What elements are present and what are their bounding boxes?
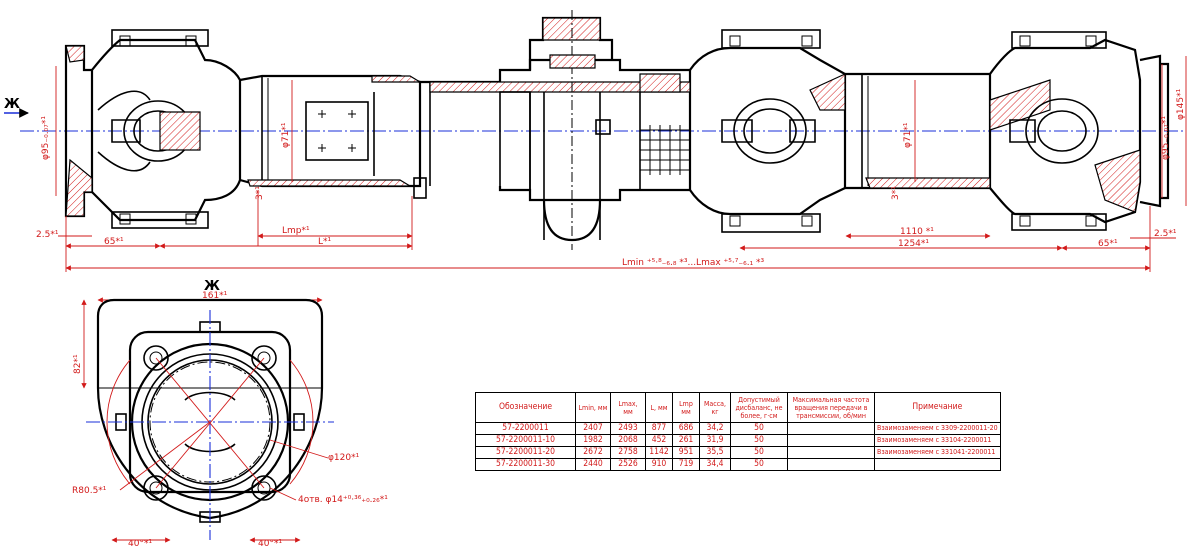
dim-161: 161*¹ bbox=[202, 291, 228, 301]
dim-tube-diam-right: φ71*¹ bbox=[903, 122, 913, 148]
dim-weld-left: 3*¹ bbox=[255, 186, 265, 200]
table-row: 57-2200011-30 2440 2526 910 719 34,4 50 bbox=[475, 458, 1001, 471]
cell-note: Взаимозаменяем с 3309-2200011-20 bbox=[874, 422, 1001, 435]
view-title: Ж bbox=[204, 279, 220, 294]
cell-note: Взаимозаменяем с 33104-2200011 bbox=[874, 434, 1001, 447]
cell-note bbox=[874, 458, 1001, 471]
dim-65-left: 65*¹ bbox=[104, 237, 124, 247]
col-lmax: Lmax, мм bbox=[610, 392, 646, 423]
dim-l: L*¹ bbox=[318, 237, 332, 247]
cell-imbalance: 50 bbox=[730, 446, 788, 459]
col-max-rpm: Максимальная частота вращения передачи в… bbox=[787, 392, 875, 423]
dim-82: 82*¹ bbox=[73, 354, 83, 374]
col-note: Примечание bbox=[874, 392, 1001, 423]
cell-mass: 34,2 bbox=[699, 422, 731, 435]
dim-1110: 1110 *¹ bbox=[900, 227, 934, 237]
dim-tube-diam-left: φ71*¹ bbox=[281, 122, 291, 148]
dim-holes: 4отв. φ14⁺⁰·³⁶₊₀.₂₆*¹ bbox=[298, 495, 388, 505]
cell-lmin: 1982 bbox=[575, 434, 611, 447]
cell-lmin: 2407 bbox=[575, 422, 611, 435]
cell-lmin: 2672 bbox=[575, 446, 611, 459]
cell-lmax: 2758 bbox=[610, 446, 646, 459]
cell-max-rpm bbox=[787, 458, 875, 471]
dim-total-length: Lmin ⁺⁵·⁸₋₆.₈ *³...Lmax ⁺⁵·⁷₋₆.₁ *³ bbox=[622, 258, 765, 268]
cell-lmax: 2493 bbox=[610, 422, 646, 435]
cell-mass: 34,4 bbox=[699, 458, 731, 471]
cell-lmp: 719 bbox=[672, 458, 700, 471]
table-row: 57-2200011-10 1982 2068 452 261 31,9 50 … bbox=[475, 434, 1001, 447]
dim-weld-right: 3*¹ bbox=[891, 186, 901, 200]
cell-lmp: 951 bbox=[672, 446, 700, 459]
cell-mass: 31,9 bbox=[699, 434, 731, 447]
dim-r805: R80.5*¹ bbox=[72, 486, 107, 496]
cell-max-rpm bbox=[787, 434, 875, 447]
table-row: 57-2200011 2407 2493 877 686 34,2 50 Вза… bbox=[475, 422, 1001, 435]
col-mass: Масса, кг bbox=[699, 392, 731, 423]
dim-offset-right: 2.5*¹ bbox=[1154, 229, 1177, 239]
col-designation: Обозначение bbox=[475, 392, 576, 423]
table-header-row: Обозначение Lmin, мм Lmax, мм L, мм Lmp … bbox=[475, 392, 1001, 423]
dim-lmp: Lmp*¹ bbox=[282, 226, 310, 236]
dim-flange-outer-right: φ145*¹ bbox=[1176, 88, 1186, 120]
dim-flange-diam-left: φ95₋₀.₀₇*¹ bbox=[41, 116, 51, 160]
cell-lmp: 261 bbox=[672, 434, 700, 447]
cell-imbalance: 50 bbox=[730, 422, 788, 435]
cell-l: 877 bbox=[645, 422, 673, 435]
cell-designation: 57-2200011-10 bbox=[475, 434, 576, 447]
dim-65-right: 65*¹ bbox=[1098, 239, 1118, 249]
dim-offset-left: 2.5*¹ bbox=[36, 230, 59, 240]
cell-designation: 57-2200011-30 bbox=[475, 458, 576, 471]
dim-40-left: 40°*¹ bbox=[128, 539, 152, 549]
cell-l: 1142 bbox=[645, 446, 673, 459]
cell-lmax: 2068 bbox=[610, 434, 646, 447]
cell-imbalance: 50 bbox=[730, 434, 788, 447]
cell-designation: 57-2200011 bbox=[475, 422, 576, 435]
cell-mass: 35,5 bbox=[699, 446, 731, 459]
table-row: 57-2200011-20 2672 2758 1142 951 35,5 50… bbox=[475, 446, 1001, 459]
dim-1254: 1254*¹ bbox=[898, 239, 929, 249]
cell-designation: 57-2200011-20 bbox=[475, 446, 576, 459]
cell-max-rpm bbox=[787, 446, 875, 459]
shaft-side-view: Ж φ95₋₀.₀₇*¹ φ71*¹ 3*¹ φ71*¹ 3*¹ φ95₋₀.₀… bbox=[4, 10, 1187, 272]
cell-lmin: 2440 bbox=[575, 458, 611, 471]
col-lmp: Lmp мм bbox=[672, 392, 700, 423]
view-arrow-label: Ж bbox=[4, 97, 20, 112]
spec-table: Обозначение Lmin, мм Lmax, мм L, мм Lmp … bbox=[475, 392, 1001, 471]
dim-120: φ120*¹ bbox=[328, 453, 360, 463]
cell-note: Взаимозаменяем с 331041-2200011 bbox=[874, 446, 1001, 459]
cell-max-rpm bbox=[787, 422, 875, 435]
cell-lmax: 2526 bbox=[610, 458, 646, 471]
cell-lmp: 686 bbox=[672, 422, 700, 435]
dim-flange-diam-right: φ95₋₀.₀₇*¹ bbox=[1161, 116, 1171, 160]
cell-l: 910 bbox=[645, 458, 673, 471]
end-view: Ж 161*¹ 82*¹ φ120* bbox=[72, 279, 388, 549]
cell-l: 452 bbox=[645, 434, 673, 447]
col-imbalance: Допустимый дисбаланс, не более, г·см bbox=[730, 392, 788, 423]
dim-40-right: 40°*¹ bbox=[258, 539, 282, 549]
col-l: L, мм bbox=[645, 392, 673, 423]
col-lmin: Lmin, мм bbox=[575, 392, 611, 423]
cell-imbalance: 50 bbox=[730, 458, 788, 471]
